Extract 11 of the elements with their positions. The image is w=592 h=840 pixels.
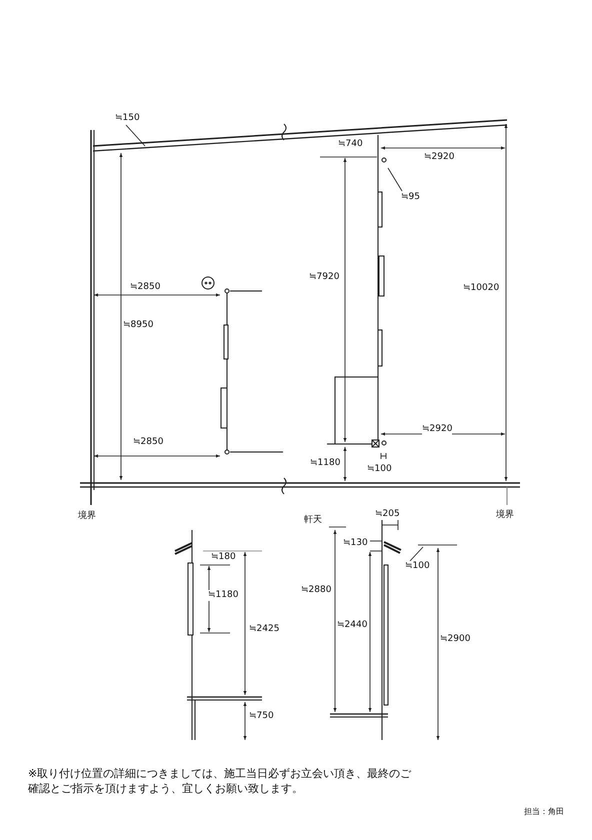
dimension-label: ≒205 (375, 509, 400, 520)
dimension-label: ≒2920 (422, 424, 452, 435)
eaves-label: 軒天 (304, 515, 322, 526)
boundary-label: 境界 (496, 510, 514, 521)
dimension-label: ≒1180 (208, 590, 238, 601)
installation-note: ※取り付け位置の詳細につきましては、施工当日必ずお立会い頂き、最終のご確認とご指示を頂けますよう、宜しくお願い致します。 (28, 766, 412, 796)
leader-line (388, 168, 402, 192)
staff-note: 担当：角田 (524, 806, 564, 817)
leader-line (126, 124, 146, 146)
boundary-label: 境界 (78, 511, 96, 522)
leader-line (410, 546, 424, 562)
